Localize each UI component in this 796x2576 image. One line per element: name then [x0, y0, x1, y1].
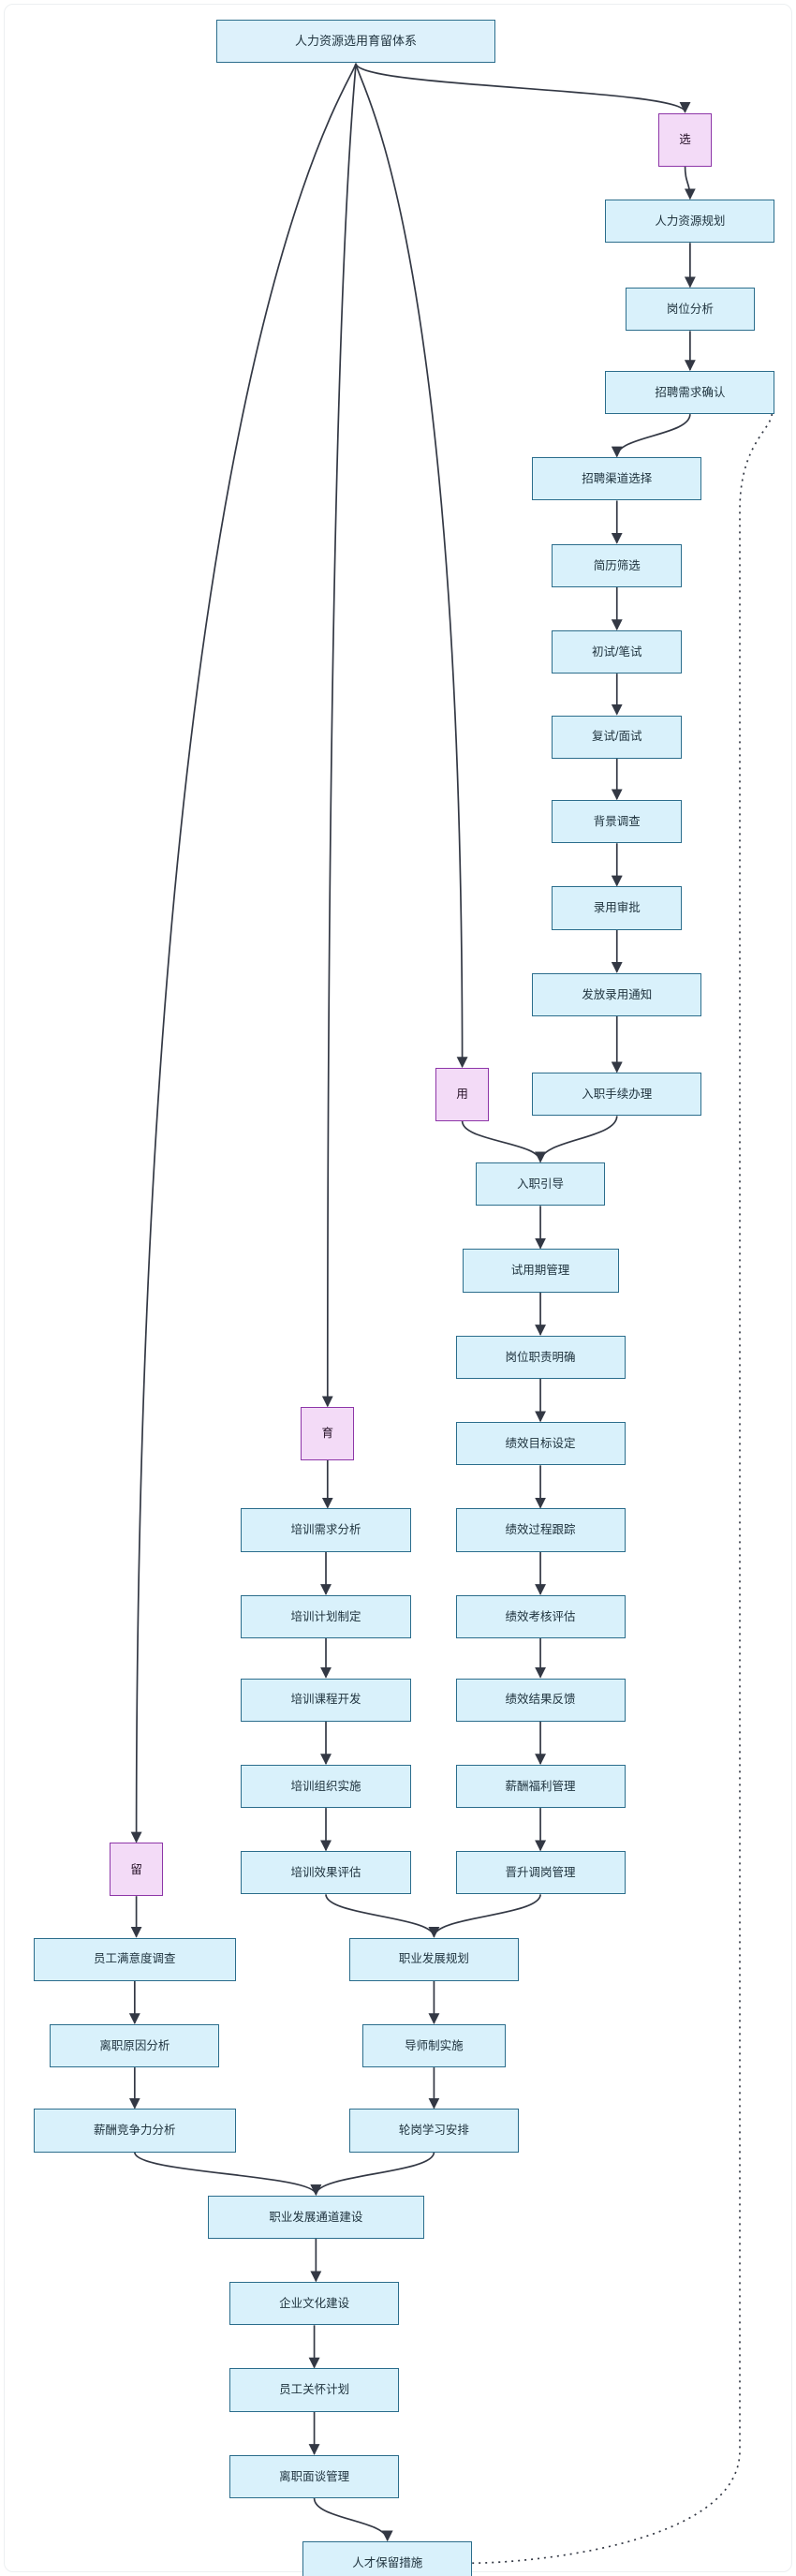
node-n4[interactable]: 招聘渠道选择 — [532, 457, 702, 501]
node-label: 入职引导 — [517, 1177, 565, 1192]
node-label: 入职手续办理 — [582, 1088, 653, 1102]
node-label: 员工关怀计划 — [279, 2383, 350, 2397]
node-n29[interactable]: 员工满意度调查 — [33, 1937, 237, 1981]
node-n15[interactable]: 绩效目标设定 — [455, 1422, 626, 1466]
node-label: 招聘需求确认 — [655, 385, 726, 399]
node-label: 离职原因分析 — [99, 2038, 170, 2052]
node-n8[interactable]: 背景调查 — [552, 800, 682, 844]
node-label: 晋升调岗管理 — [505, 1866, 576, 1880]
node-label: 背景调查 — [593, 814, 641, 828]
node-n23[interactable]: 培训课程开发 — [241, 1678, 411, 1722]
node-n20[interactable]: 晋升调岗管理 — [455, 1851, 626, 1895]
node-label: 岗位职责明确 — [505, 1350, 576, 1364]
node-n32[interactable]: 职业发展通道建设 — [207, 2195, 424, 2239]
node-n3[interactable]: 招聘需求确认 — [605, 370, 775, 415]
node-label: 试用期管理 — [510, 1264, 570, 1278]
node-root[interactable]: 人力资源选用育留体系 — [215, 20, 496, 64]
node-n9[interactable]: 录用审批 — [552, 886, 682, 930]
node-label: 导师制实施 — [405, 2038, 464, 2052]
node-n12[interactable]: 入职引导 — [475, 1162, 606, 1207]
node-label: 招聘渠道选择 — [582, 472, 653, 486]
node-label: 岗位分析 — [666, 303, 714, 317]
node-label: 培训组织实施 — [290, 1779, 361, 1793]
node-n34[interactable]: 员工关怀计划 — [229, 2368, 400, 2412]
node-label: 绩效过程跟踪 — [505, 1523, 576, 1537]
node-n30[interactable]: 离职原因分析 — [50, 2023, 220, 2068]
node-n25[interactable]: 培训效果评估 — [241, 1851, 411, 1895]
node-label: 培训课程开发 — [290, 1693, 361, 1707]
node-n2[interactable]: 岗位分析 — [625, 288, 756, 332]
node-label: 薪酬福利管理 — [505, 1779, 576, 1793]
node-n35[interactable]: 离职面谈管理 — [229, 2454, 400, 2498]
node-category-cat-yu[interactable]: 育 — [301, 1407, 355, 1460]
node-n16[interactable]: 绩效过程跟踪 — [455, 1508, 626, 1552]
node-label: 培训效果评估 — [290, 1866, 361, 1880]
node-n17[interactable]: 绩效考核评估 — [455, 1594, 626, 1638]
node-label: 留 — [130, 1862, 142, 1876]
node-n31[interactable]: 薪酬竞争力分析 — [33, 2109, 237, 2153]
node-label: 绩效结果反馈 — [505, 1693, 576, 1707]
node-label: 绩效目标设定 — [505, 1437, 576, 1451]
node-label: 录用审批 — [593, 901, 641, 915]
node-n13[interactable]: 试用期管理 — [462, 1249, 619, 1293]
node-label: 人才保留措施 — [352, 2556, 423, 2569]
node-n11[interactable]: 入职手续办理 — [532, 1073, 702, 1117]
node-n33[interactable]: 企业文化建设 — [229, 2282, 400, 2326]
node-label: 轮岗学习安排 — [398, 2124, 469, 2138]
node-label: 培训需求分析 — [290, 1523, 361, 1537]
node-label: 员工满意度调查 — [94, 1952, 176, 1966]
node-n7[interactable]: 复试/面试 — [552, 715, 682, 759]
node-n19[interactable]: 薪酬福利管理 — [455, 1764, 626, 1809]
node-label: 简历筛选 — [593, 558, 641, 572]
node-label: 离职面谈管理 — [279, 2469, 350, 2483]
node-label: 用 — [456, 1088, 468, 1102]
node-label: 育 — [321, 1427, 334, 1441]
node-category-cat-yong[interactable]: 用 — [435, 1067, 490, 1121]
node-n21[interactable]: 培训需求分析 — [241, 1508, 411, 1552]
node-n6[interactable]: 初试/笔试 — [552, 629, 682, 674]
node-n18[interactable]: 绩效结果反馈 — [455, 1678, 626, 1722]
node-n10[interactable]: 发放录用通知 — [532, 972, 702, 1016]
node-label: 职业发展规划 — [398, 1952, 469, 1966]
node-n14[interactable]: 岗位职责明确 — [455, 1335, 626, 1379]
node-label: 人力资源规划 — [655, 214, 726, 228]
node-label: 职业发展通道建设 — [269, 2210, 363, 2224]
node-label: 绩效考核评估 — [505, 1609, 576, 1623]
node-n24[interactable]: 培训组织实施 — [241, 1764, 411, 1809]
node-label: 初试/笔试 — [591, 644, 642, 659]
node-n5[interactable]: 简历筛选 — [552, 543, 682, 587]
node-n1[interactable]: 人力资源规划 — [605, 200, 775, 244]
node-n28[interactable]: 轮岗学习安排 — [348, 2109, 519, 2153]
node-label: 人力资源选用育留体系 — [294, 33, 417, 48]
node-n27[interactable]: 导师制实施 — [362, 2023, 506, 2068]
node-label: 选 — [679, 132, 691, 146]
node-n36[interactable]: 人才保留措施 — [302, 2541, 473, 2576]
node-label: 薪酬竞争力分析 — [94, 2124, 176, 2138]
node-label: 企业文化建设 — [279, 2297, 350, 2310]
node-label: 复试/面试 — [591, 730, 642, 744]
node-n26[interactable]: 职业发展规划 — [348, 1937, 519, 1981]
node-category-cat-xuan[interactable]: 选 — [658, 112, 712, 167]
node-label: 培训计划制定 — [290, 1609, 361, 1623]
node-category-cat-liu[interactable]: 留 — [110, 1843, 163, 1897]
node-n22[interactable]: 培训计划制定 — [241, 1594, 411, 1638]
node-label: 发放录用通知 — [582, 987, 653, 1001]
